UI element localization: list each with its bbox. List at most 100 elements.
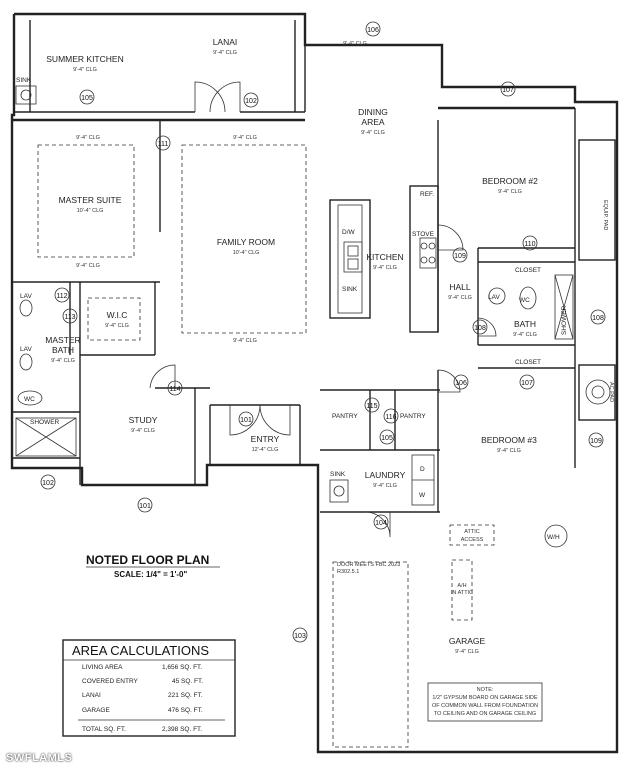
- ceiling-outlines: [37, 144, 473, 748]
- master-bath-label-2: BATH: [52, 345, 74, 355]
- title-block: NOTED FLOOR PLAN SCALE: 1/4" = 1'-0": [86, 553, 220, 579]
- area-row-label: LANAI: [82, 692, 101, 699]
- garage-ceiling: 9'-4" CLG: [455, 649, 479, 655]
- kitchen-sink-label: SINK: [342, 286, 358, 293]
- door-tag: 110: [524, 241, 535, 248]
- code-notes: DOOR MEETS FBC 2023 R302.5.1 NOTE: 1/2" …: [337, 562, 543, 722]
- door-tag: 109: [590, 438, 602, 445]
- ceiling-mark: 9'-4" CLG: [343, 41, 367, 47]
- family-room-ceiling: 10'-4" CLG: [233, 250, 260, 256]
- area-row-value: 45 SQ. FT.: [172, 678, 203, 685]
- entry-label: ENTRY: [251, 434, 280, 444]
- ah-label-2: IN ATTIC: [451, 590, 473, 596]
- plan-scale: SCALE: 1/4" = 1'-0": [114, 570, 187, 579]
- wic-label: W.I.C: [107, 310, 128, 320]
- area-row-value: 1,656 SQ. FT.: [162, 664, 202, 671]
- area-row-value: 476 SQ. FT.: [168, 707, 203, 714]
- door-tag: 108: [474, 325, 486, 332]
- door-tag: 106: [455, 380, 467, 387]
- area-total-value: 2,398 SQ. FT.: [162, 726, 202, 733]
- door-tag: 115: [366, 403, 377, 410]
- wc-label: WC: [519, 297, 530, 304]
- area-row-label: COVERED ENTRY: [82, 678, 139, 685]
- wic-ceiling: 9'-4" CLG: [105, 323, 129, 329]
- garage-note-line: OF COMMON WALL FROM FOUNDATION: [432, 703, 538, 709]
- lav-label: LAV: [20, 346, 32, 353]
- interior-walls: [12, 106, 576, 513]
- door-tag: 102: [245, 98, 257, 105]
- ceiling-mark: 9'-4" CLG: [76, 135, 100, 141]
- master-bath-ceiling: 9'-4" CLG: [51, 358, 75, 364]
- ah-label: A/H: [457, 583, 466, 589]
- ceiling-mark: 9'-4" CLG: [233, 135, 257, 141]
- bath-label: BATH: [514, 319, 536, 329]
- summer-kitchen-label: SUMMER KITCHEN: [46, 54, 123, 64]
- laundry-label: LAUNDRY: [365, 470, 406, 480]
- master-bath-label: MASTER: [45, 335, 80, 345]
- hall-ceiling: 9'-4" CLG: [448, 295, 472, 301]
- fixture-labels: SINK REF. STOVE D/W SINK CLOSET CLOSET L…: [16, 77, 614, 596]
- bath-ceiling: 9'-4" CLG: [513, 332, 537, 338]
- study-label: STUDY: [129, 415, 158, 425]
- entry-ceiling: 12'-4" CLG: [252, 447, 279, 453]
- fbc-note: DOOR MEETS FBC 2023: [337, 562, 400, 568]
- dryer-label: D: [420, 466, 425, 473]
- door-tag: 101: [240, 417, 252, 424]
- equipment-pads: [578, 139, 616, 421]
- door-tag: 107: [521, 380, 533, 387]
- fbc-note-2: R302.5.1: [337, 569, 359, 575]
- door-swings: [149, 81, 497, 538]
- garage-note-line: TO CEILING AND ON GARAGE CEILING: [434, 711, 536, 717]
- ref-label: REF.: [420, 191, 434, 198]
- shower-label: SHOWER: [30, 419, 60, 426]
- garage-note-title: NOTE:: [477, 687, 494, 693]
- door-tag: 104: [375, 520, 387, 527]
- ac-pad-label: AC PAD: [608, 382, 614, 402]
- dining-ceiling: 9'-4" CLG: [361, 130, 385, 136]
- lav-label: LAV: [20, 293, 32, 300]
- garage-note-line: 1/2" GYPSUM BOARD ON GARAGE SIDE: [432, 695, 538, 701]
- area-row-value: 221 SQ. FT.: [168, 692, 203, 699]
- closet-label: CLOSET: [515, 359, 541, 366]
- door-tag: 109: [454, 253, 466, 260]
- door-tag: 102: [42, 480, 54, 487]
- lav-label: LAV: [488, 294, 500, 301]
- closet-label: CLOSET: [515, 267, 541, 274]
- lanai-ceiling: 9'-4" CLG: [213, 50, 237, 56]
- water-heater-label: W/H: [547, 534, 560, 541]
- area-heading: AREA CALCULATIONS: [72, 643, 209, 658]
- room-labels: SUMMER KITCHEN 9'-4" CLG LANAI 9'-4" CLG…: [45, 37, 538, 655]
- sink-label: SINK: [16, 77, 32, 84]
- kitchen-ceiling: 9'-4" CLG: [373, 265, 397, 271]
- door-tag: 103: [294, 633, 306, 640]
- family-room-label: FAMILY ROOM: [217, 237, 275, 247]
- door-tag: 105: [381, 435, 393, 442]
- door-tag: 112: [56, 293, 67, 300]
- area-row-label: GARAGE: [82, 707, 110, 714]
- bedroom3-label: BEDROOM #3: [481, 435, 537, 445]
- plan-title: NOTED FLOOR PLAN: [86, 553, 209, 567]
- bedroom2-ceiling: 9'-4" CLG: [498, 189, 522, 195]
- ceiling-mark: 9'-4" CLG: [233, 338, 257, 344]
- door-tag: 113: [64, 314, 75, 321]
- exterior-walls: [10, 12, 619, 754]
- door-tag: 105: [81, 95, 93, 102]
- door-tag: 116: [385, 414, 396, 421]
- master-suite-ceiling: 10'-4" CLG: [77, 208, 104, 214]
- hall-label: HALL: [449, 282, 471, 292]
- door-tag: 106: [367, 27, 379, 34]
- fixture-shapes: [15, 85, 574, 548]
- bedroom2-label: BEDROOM #2: [482, 176, 538, 186]
- ceiling-marks: 9'-4" CLG 9'-4" CLG 9'-4" CLG 9'-4" CLG …: [76, 41, 367, 344]
- watermark: SWFLAMLS: [6, 752, 73, 764]
- garage-label: GARAGE: [449, 636, 486, 646]
- shower-label: SHOWER: [561, 305, 568, 335]
- door-tags: 101 101 102 102 103 104 105 105 106 106 …: [40, 21, 606, 643]
- area-row-label: LIVING AREA: [82, 664, 123, 671]
- summer-kitchen-ceiling: 9'-4" CLG: [73, 67, 97, 73]
- door-tag: 114: [169, 386, 180, 393]
- pantry-label: PANTRY: [332, 413, 358, 420]
- door-tag: 111: [158, 141, 169, 148]
- ceiling-mark: 9'-4" CLG: [76, 263, 100, 269]
